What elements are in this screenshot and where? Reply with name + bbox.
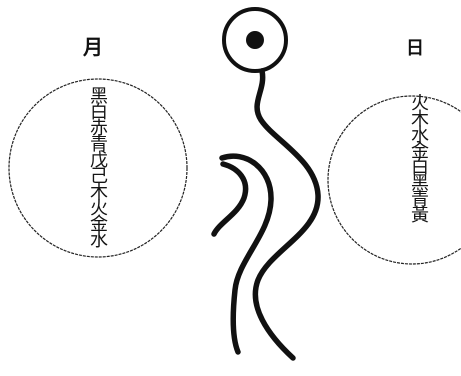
sun-circle [328, 96, 461, 264]
pole-star-dot [246, 31, 264, 49]
serpentine-line-long [255, 71, 318, 358]
moon-inscription: 黑白赤青戊己木火金水 [88, 86, 106, 246]
serpentine-line-short [214, 164, 246, 234]
moon-label: 月 [83, 37, 103, 57]
sun-inscription: 火木水金白黑青黃 [409, 93, 427, 221]
sun-label: 日 [406, 40, 424, 58]
